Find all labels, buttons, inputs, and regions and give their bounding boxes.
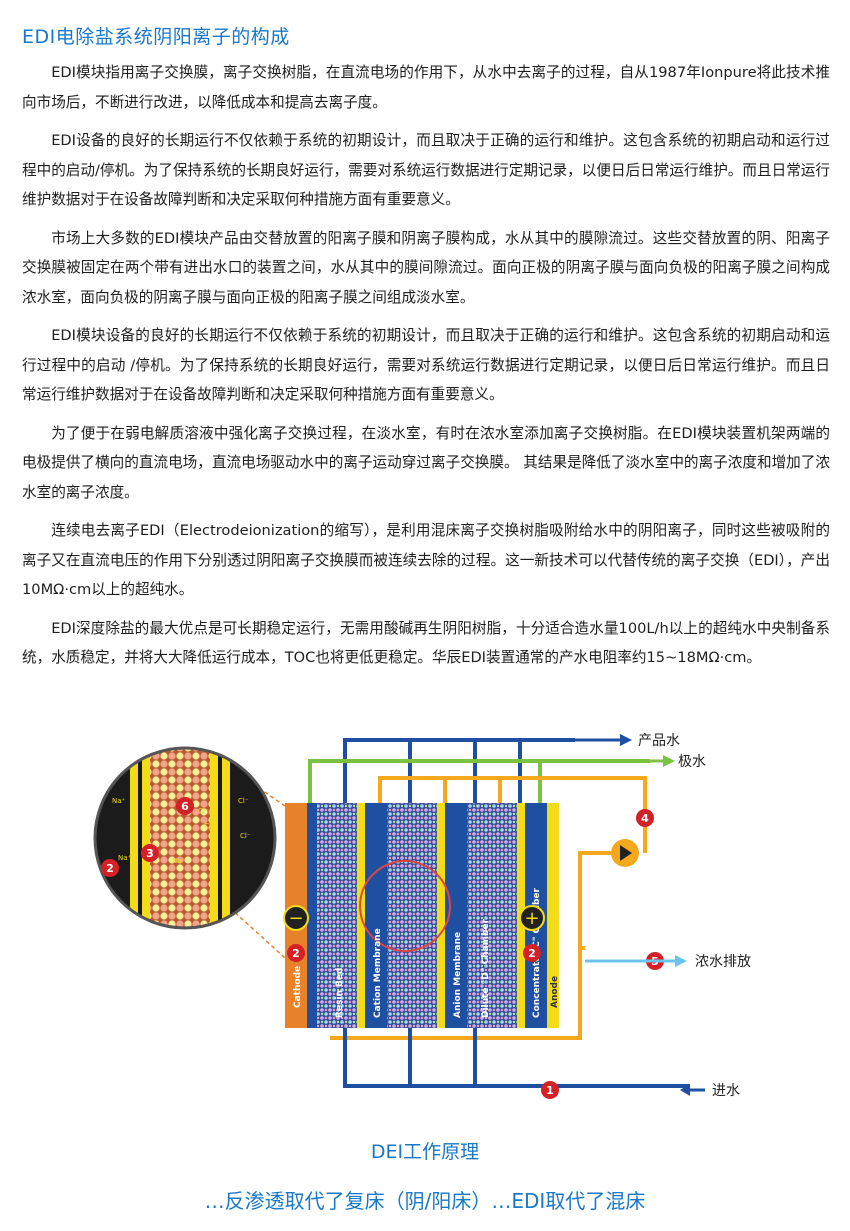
- svg-text:2: 2: [528, 947, 536, 960]
- ion-label: Na⁺: [172, 857, 186, 865]
- label-cation-membrane: Cation Membrane: [373, 928, 383, 1018]
- marker-3: 3: [141, 844, 159, 862]
- ion-label: Na⁺: [118, 854, 132, 862]
- svg-text:3: 3: [146, 847, 154, 860]
- paragraph: 连续电去离子EDI（Electrodeionization的缩写），是利用混床离…: [22, 522, 830, 598]
- zoom-detail: Na⁺ Na⁺ Na⁺ Cl⁻ Cl⁻ Cl⁻ Cl⁻: [93, 746, 277, 930]
- label-anode: Anode: [550, 976, 560, 1008]
- marker-6: 6: [176, 797, 194, 815]
- negative-electrode: −: [283, 905, 309, 931]
- zoom-ring: [359, 860, 451, 952]
- paragraph: EDI模块指用离子交换膜，离子交换树脂，在直流电场的作用下，从水中去离子的过程，…: [22, 64, 830, 111]
- positive-electrode: +: [519, 905, 545, 931]
- arrow-electrode: [650, 755, 675, 767]
- pump-icon: [611, 839, 639, 867]
- paragraph: 市场上大多数的EDI模块产品由交替放置的阳离子膜和阴离子膜构成，水从其中的膜隙流…: [22, 229, 830, 306]
- marker-2: 2: [523, 944, 541, 962]
- marker-4: 4: [636, 809, 654, 827]
- ion-label: Cl⁻: [240, 832, 251, 840]
- svg-text:+: +: [524, 908, 539, 929]
- resin-bed: [317, 803, 357, 1028]
- ion-label: Cl⁻: [204, 822, 215, 830]
- label-concentrate-discharge: 浓水排放: [695, 954, 751, 970]
- edi-diagram-svg: Cathode Resin Bed Cation Membrane Anion …: [93, 733, 751, 1099]
- label-dilute-chamber: Dilute "D" Chamber: [481, 918, 491, 1018]
- ion-label: Na⁺: [112, 797, 126, 805]
- svg-text:−: −: [288, 908, 303, 929]
- page-title: EDI电除盐系统阴阳离子的构成: [22, 26, 290, 48]
- svg-text:2: 2: [106, 862, 114, 875]
- arrow-concentrate: [585, 955, 687, 967]
- paragraph: EDI深度除盐的最大优点是可长期稳定运行，无需用酸碱再生阴阳树脂，十分适合造水量…: [22, 619, 830, 667]
- svg-text:6: 6: [181, 800, 189, 813]
- slogan-caption: …反渗透取代了复床（阴/阳床）…EDI取代了混床: [204, 1189, 646, 1213]
- ion-label: Cl⁻: [238, 797, 249, 805]
- label-feed-water: 进水: [712, 1083, 740, 1099]
- paragraph: 为了便于在弱电解质溶液中强化离子交换过程，在淡水室，有时在浓水室添加离子交换树脂…: [22, 424, 830, 501]
- label-electrode-water: 极水: [678, 754, 706, 770]
- svg-text:1: 1: [546, 1084, 554, 1097]
- marker-2: 2: [101, 859, 119, 877]
- label-cathode: Cathode: [293, 966, 303, 1008]
- svg-text:4: 4: [641, 812, 649, 825]
- arrow-product: [575, 734, 632, 746]
- article-body: EDI模块指用离子交换膜，离子交换树脂，在直流电场的作用下，从水中去离子的过程，…: [22, 58, 830, 682]
- electrode-water-pipes: [308, 759, 650, 803]
- ion-label: Cl⁻: [198, 807, 209, 815]
- diagram-caption: DEI工作原理: [370, 1141, 480, 1163]
- marker-2: 2: [287, 944, 305, 962]
- label-resin-bed: Resin Bed: [335, 968, 345, 1018]
- feed-water-pipes: [343, 1028, 690, 1088]
- edi-module: [285, 803, 559, 1028]
- anode-plate: [547, 803, 559, 1028]
- label-product-water: 产品水: [638, 733, 680, 749]
- label-anion-membrane: Anion Membrane: [453, 932, 463, 1018]
- product-water-pipes: [343, 738, 575, 803]
- edi-diagram: Cathode Resin Bed Cation Membrane Anion …: [80, 728, 780, 1113]
- svg-text:2: 2: [292, 947, 300, 960]
- marker-1: 1: [541, 1081, 559, 1099]
- paragraph: EDI设备的良好的长期运行不仅依赖于系统的初期设计，而且取决于正确的运行和维护。…: [22, 132, 830, 208]
- arrow-feed: [680, 1084, 705, 1096]
- paragraph: EDI模块设备的良好的长期运行不仅依赖于系统的初期设计，而且取决于正确的运行和维…: [22, 327, 830, 403]
